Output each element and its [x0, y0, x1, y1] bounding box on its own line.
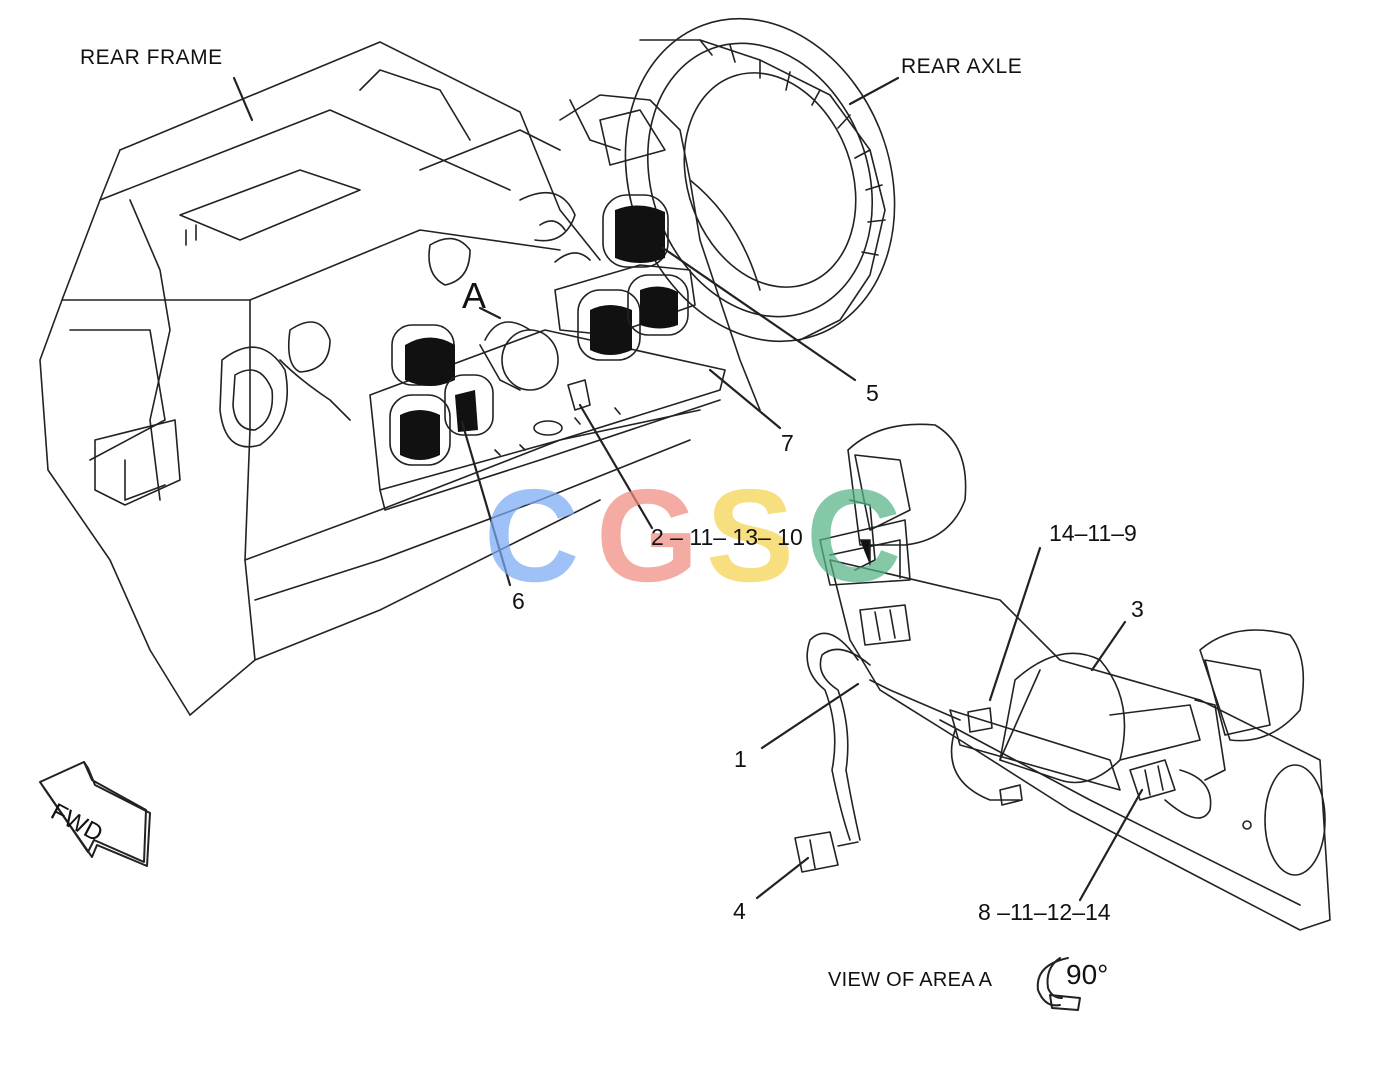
watermark-letter-c2: C [806, 462, 902, 609]
watermark-letter-g: G [596, 462, 699, 609]
fwd-arrow [39, 761, 151, 867]
label-rear-axle: REAR AXLE [901, 55, 1023, 78]
watermark-letter-c1: C [484, 462, 580, 609]
callout-14-11-9: 14–11–9 [1049, 520, 1137, 546]
rear-frame-drawing [39, 41, 701, 716]
callout-8-11-12-14: 8 –11–12–14 [978, 899, 1111, 925]
leader-lines [232, 76, 1144, 902]
callout-3: 3 [1131, 596, 1144, 622]
callout-7: 7 [781, 430, 794, 456]
bracket-area-a [369, 252, 726, 511]
label-area-a: A [462, 275, 487, 316]
callout-1: 1 [734, 746, 747, 772]
callout-4: 4 [733, 898, 746, 924]
watermark-letter-s: S [706, 462, 795, 609]
callout-5: 5 [866, 380, 879, 406]
view-area-a-drawing [794, 423, 1331, 931]
label-rotation-degrees: 90° [1066, 959, 1109, 990]
label-rear-frame: REAR FRAME [80, 46, 223, 69]
rotation-arrow-icon [1036, 957, 1081, 1011]
callout-6: 6 [512, 588, 525, 614]
upper-lamps [389, 194, 689, 466]
label-view-of-area-a: VIEW OF AREA A [828, 969, 993, 991]
callout-2-11-13-10: 2 – 11– 13– 10 [651, 524, 803, 550]
